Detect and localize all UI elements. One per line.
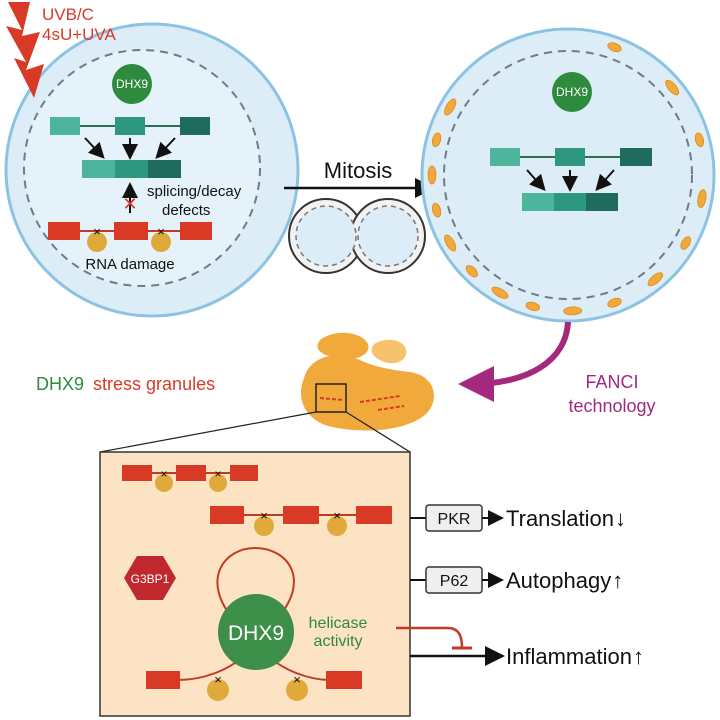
- right-dhx9-label: DHX9: [556, 85, 588, 99]
- pkr-label: PKR: [438, 511, 471, 528]
- svg-text:×: ×: [214, 672, 222, 687]
- stress-granule-blob: [491, 286, 509, 299]
- zoom-box: [315, 383, 347, 413]
- stress-granule-blob: [431, 132, 442, 148]
- outcome-autophagy: P62 Autophagy↑: [410, 566, 623, 594]
- svg-text:×: ×: [293, 672, 301, 687]
- lightning-icon: [6, 2, 44, 98]
- right-dhx9-node: [552, 72, 592, 112]
- right-pre-mrna: [490, 148, 652, 166]
- inflammation-text: Inflammation: [506, 644, 632, 669]
- fanci-label-2: technology: [568, 396, 655, 416]
- stimulus-line1: UVB/C: [42, 5, 94, 24]
- fanci-arrow: [458, 321, 571, 402]
- inflammation-label: Inflammation↑: [506, 644, 644, 669]
- defect-label-2: defects: [162, 202, 210, 219]
- left-dhx9-label: DHX9: [116, 77, 148, 91]
- inhibition-line: [396, 626, 464, 649]
- svg-text:×: ×: [260, 508, 268, 523]
- left-cell: DHX9 ✕ splicing/decay defects: [4, 22, 300, 318]
- fanci-transition: FANCI technology: [458, 321, 656, 416]
- uv-stimulus: UVB/C 4sU+UVA: [6, 2, 117, 98]
- inflammation-up-icon: ↑: [633, 644, 644, 669]
- helicase-label-1: helicase: [309, 615, 368, 632]
- left-mature-mrna: [82, 160, 181, 178]
- right-nucleus-remnant: [443, 50, 693, 300]
- dividing-cell-icon: [288, 198, 426, 274]
- autophagy-text: Autophagy: [506, 568, 611, 593]
- peripheral-stress-granules: [427, 42, 707, 316]
- outcome-translation: PKR Translation↓: [410, 504, 626, 532]
- left-dhx9-node: [112, 64, 152, 104]
- left-pre-mrna: [50, 117, 210, 135]
- right-cell: DHX9: [420, 27, 716, 323]
- zoom-line-left: [99, 411, 317, 453]
- mitosis-label: Mitosis: [324, 158, 392, 183]
- stress-granule-blob: [647, 272, 664, 287]
- svg-text:×: ×: [160, 467, 167, 481]
- right-splice-arrow-1: [526, 169, 546, 191]
- right-mature-mrna: [522, 193, 618, 211]
- autophagy-label: Autophagy↑: [506, 568, 623, 593]
- rna-loop: [216, 546, 295, 621]
- stress-granule-blob: [680, 236, 692, 250]
- translation-text: Translation: [506, 506, 614, 531]
- inset-bound-rna: × ×: [146, 649, 362, 701]
- stress-granule-blob: [563, 306, 583, 316]
- left-damaged-rna: × ×: [48, 222, 212, 252]
- outcome-inflammation: Inflammation↑: [396, 626, 644, 669]
- stress-granule-blob: [607, 297, 622, 308]
- stress-granule-blob: [444, 98, 457, 116]
- svg-text:×: ×: [157, 224, 165, 239]
- stimulus-line2: 4sU+UVA: [42, 25, 117, 44]
- g3bp1-label: G3BP1: [131, 572, 170, 586]
- granule-title-protein: DHX9: [36, 374, 84, 394]
- zoom-inset: × × × × G3BP1 × ×: [99, 451, 411, 717]
- inset-dhx9-node: [218, 594, 294, 670]
- inset-damaged-rna-1: × ×: [122, 465, 258, 492]
- zoom-line-right: [345, 411, 411, 453]
- p62-label: P62: [440, 573, 469, 590]
- granule-title: DHX9 stress granules: [36, 374, 215, 394]
- stress-granule-blob: [694, 132, 705, 148]
- left-splice-arrow-1: [84, 137, 105, 159]
- autophagy-up-icon: ↑: [612, 568, 623, 593]
- left-splice-arrow-3: [155, 137, 176, 159]
- stress-granule-blob: [607, 42, 622, 53]
- stress-granule-blob: [427, 165, 437, 185]
- stress-granule-blob: [465, 265, 478, 278]
- block-cross-icon: ✕: [122, 194, 137, 214]
- stress-granule-blob: [444, 234, 457, 252]
- svg-text:×: ×: [333, 508, 341, 523]
- isolated-stress-granule: [301, 332, 434, 431]
- svg-text:×: ×: [214, 467, 221, 481]
- translation-label: Translation↓: [506, 506, 626, 531]
- stress-granule-blob: [697, 189, 707, 208]
- fanci-label-1: FANCI: [585, 372, 638, 392]
- translation-down-icon: ↓: [615, 506, 626, 531]
- inset-dhx9-label: DHX9: [228, 622, 284, 645]
- defect-label-1: splicing/decay: [147, 183, 242, 200]
- g3bp1-hexagon: [124, 556, 176, 600]
- stress-granule-blob: [525, 301, 541, 312]
- inset-damaged-rna-2: × ×: [210, 506, 392, 536]
- rna-damage-label: RNA damage: [85, 256, 174, 273]
- svg-text:×: ×: [93, 224, 101, 239]
- right-splice-arrow-3: [595, 169, 615, 191]
- stress-granule-blob: [431, 202, 442, 218]
- mitosis-transition: Mitosis: [284, 158, 435, 274]
- stress-granule-blob: [665, 79, 680, 96]
- granule-title-rest: stress granules: [93, 374, 215, 394]
- helicase-label-2: activity: [314, 633, 363, 650]
